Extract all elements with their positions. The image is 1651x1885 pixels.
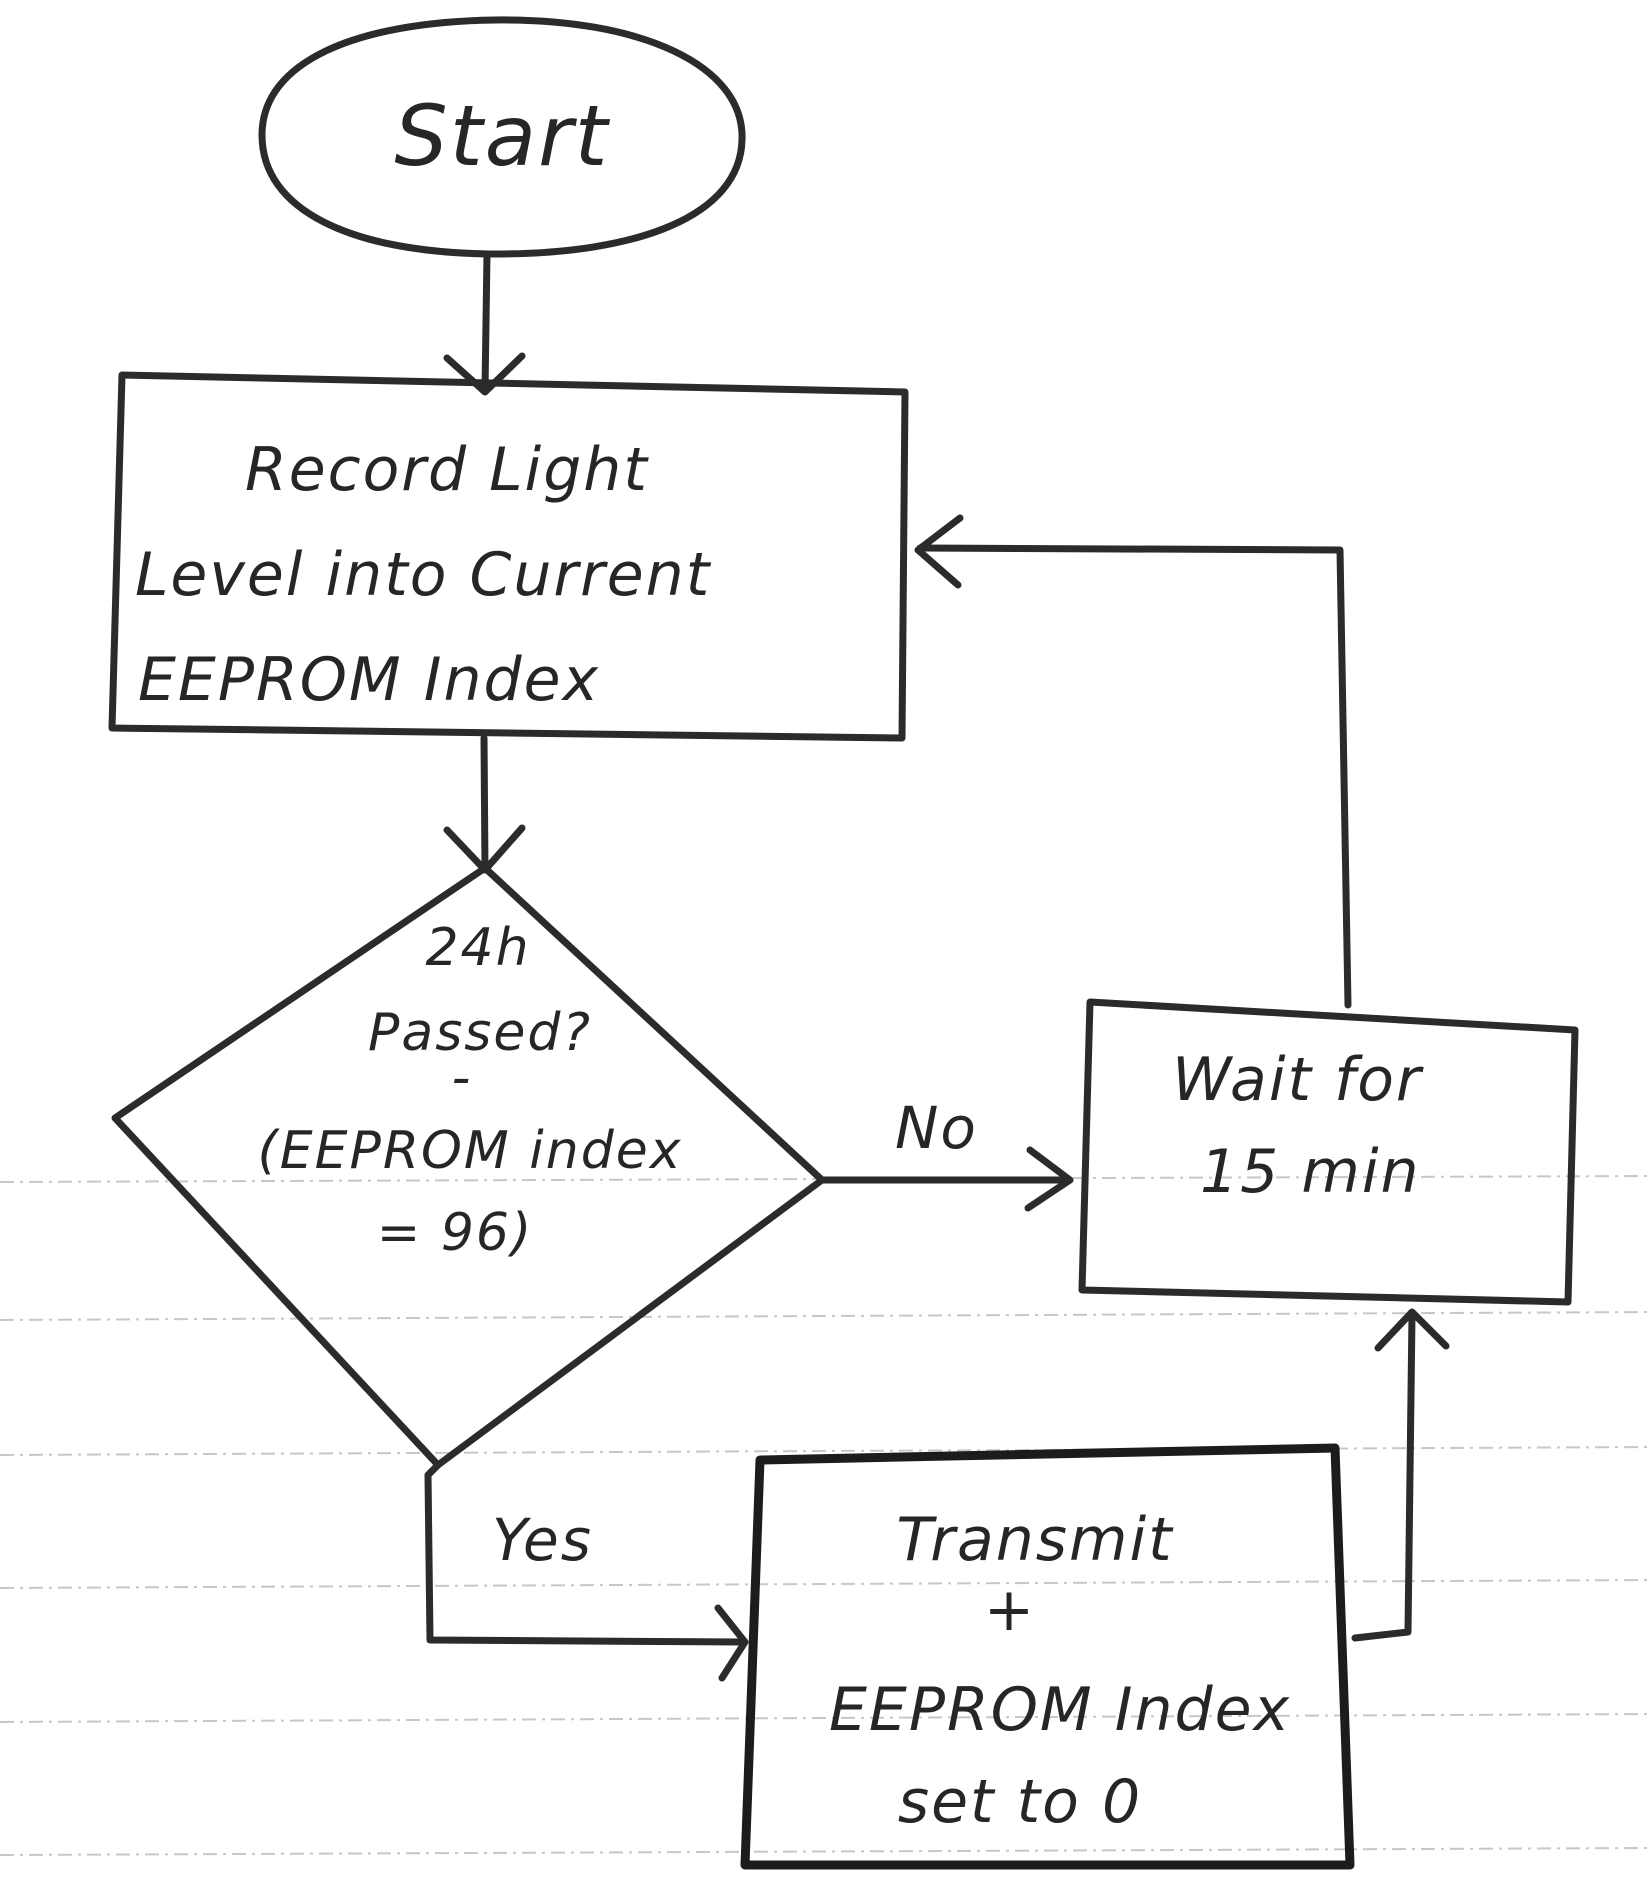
notebook-ruled-lines: [0, 1175, 1651, 1856]
wait-15-min-process: Wait for 15 min: [1078, 998, 1579, 1306]
wait-box: [1078, 998, 1579, 1306]
record-light-level-process: Record Light Level into Current EEPROM I…: [108, 371, 909, 742]
edge-record-to-decision: [443, 734, 526, 874]
decision-label-line-2: Passed?: [368, 1003, 592, 1063]
decision-label-line-4: (EEPROM index: [258, 1121, 683, 1181]
edge-decision-to-transmit-yes: Yes: [424, 1461, 749, 1682]
record-label-line-2: Level into Current: [135, 540, 712, 610]
record-label-line-1: Record Light: [245, 435, 649, 505]
transmit-label-line-2: +: [984, 1575, 1036, 1645]
decision-label-line-5: = 96): [377, 1203, 534, 1263]
wait-label-line-2: 15 min: [1200, 1137, 1421, 1207]
wait-label-line-1: Wait for: [1172, 1045, 1424, 1115]
start-label: Start: [394, 87, 610, 185]
transmit-label-line-3: EEPROM Index: [829, 1675, 1291, 1745]
decision-label-line-1: 24h: [425, 918, 530, 978]
transmit-label-line-1: Transmit: [896, 1505, 1174, 1575]
transmit-label-line-4: set to 0: [898, 1767, 1142, 1837]
record-box: [108, 371, 909, 742]
decision-label-line-3: -: [452, 1048, 473, 1108]
no-branch-label: No: [895, 1094, 978, 1162]
edge-start-to-record: [443, 250, 526, 396]
edge-decision-to-wait-no: No: [818, 1094, 1074, 1212]
start-terminal: Start: [258, 16, 746, 258]
transmit-reset-process: Transmit + EEPROM Index set to 0: [740, 1443, 1355, 1870]
decision-24h-passed: 24h Passed? - (EEPROM index = 96): [111, 864, 826, 1469]
transmit-box: [740, 1443, 1355, 1870]
edge-transmit-to-wait: [1351, 1308, 1450, 1642]
edge-wait-to-record-loop: [914, 514, 1352, 1009]
yes-branch-label: Yes: [492, 1506, 593, 1574]
record-label-line-3: EEPROM Index: [138, 645, 600, 715]
